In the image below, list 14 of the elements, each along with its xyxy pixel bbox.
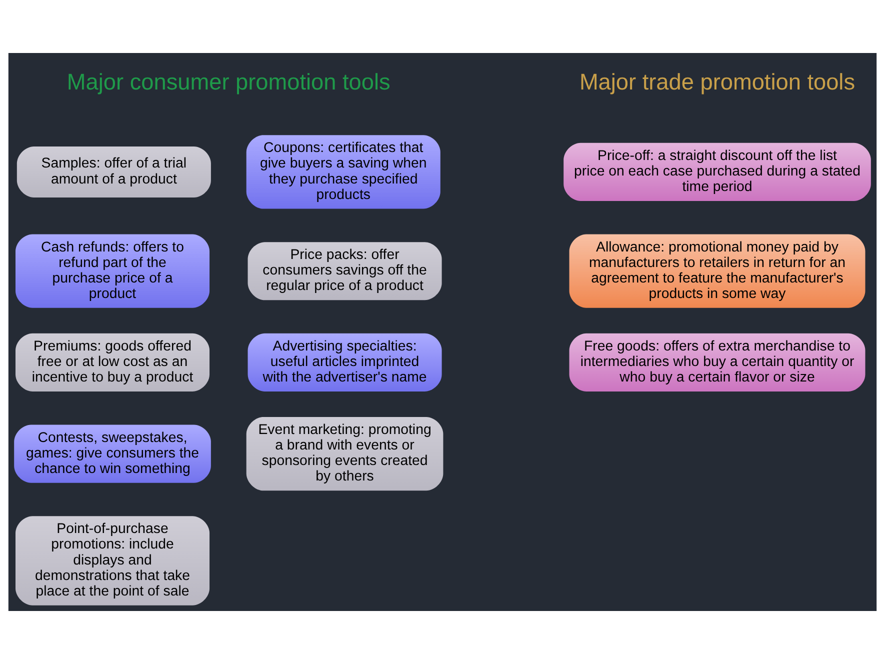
node-box: Allowance: promotional money paid by manufacturers to retailers in return for an agreement to feature the manufacturer's products in some way (569, 234, 866, 308)
node-box: Price packs: offer consumers savings off the regular price of a product (248, 242, 442, 300)
node-box: Event marketing: promoting a brand with events or sponsoring events created by others (246, 416, 444, 490)
node-box: Point-of-purchase promotions: include displays and demonstrations that take place at the point of sale (16, 516, 210, 605)
node-box: Coupons: certificates that give buyers a saving when they purchase specified products (246, 134, 440, 208)
node-box: Price-off: a straight discount off the list price on each case purchased during a stated time period (564, 142, 871, 200)
node-box: Premiums: goods offered free or at low cost as an incentive to buy a product (16, 332, 210, 391)
node-box: Free goods: offers of extra merchandise to intermediaries who buy a certain quantity or who buy a certain flavor or size (569, 332, 866, 391)
node-box: Contests, sweepstakes, games: give consumers the chance to win something (14, 424, 211, 482)
node-box: Samples: offer of a trial amount of a product (16, 146, 211, 197)
node-box: Advertising specialties: useful articles imprinted with the advertiser's name (248, 332, 442, 391)
label: Major trade promotion tools (579, 68, 856, 94)
node-box: Cash refunds: offers to refund part of the purchase price of a product (16, 234, 210, 308)
label: Major consumer promotion tools (66, 68, 390, 94)
